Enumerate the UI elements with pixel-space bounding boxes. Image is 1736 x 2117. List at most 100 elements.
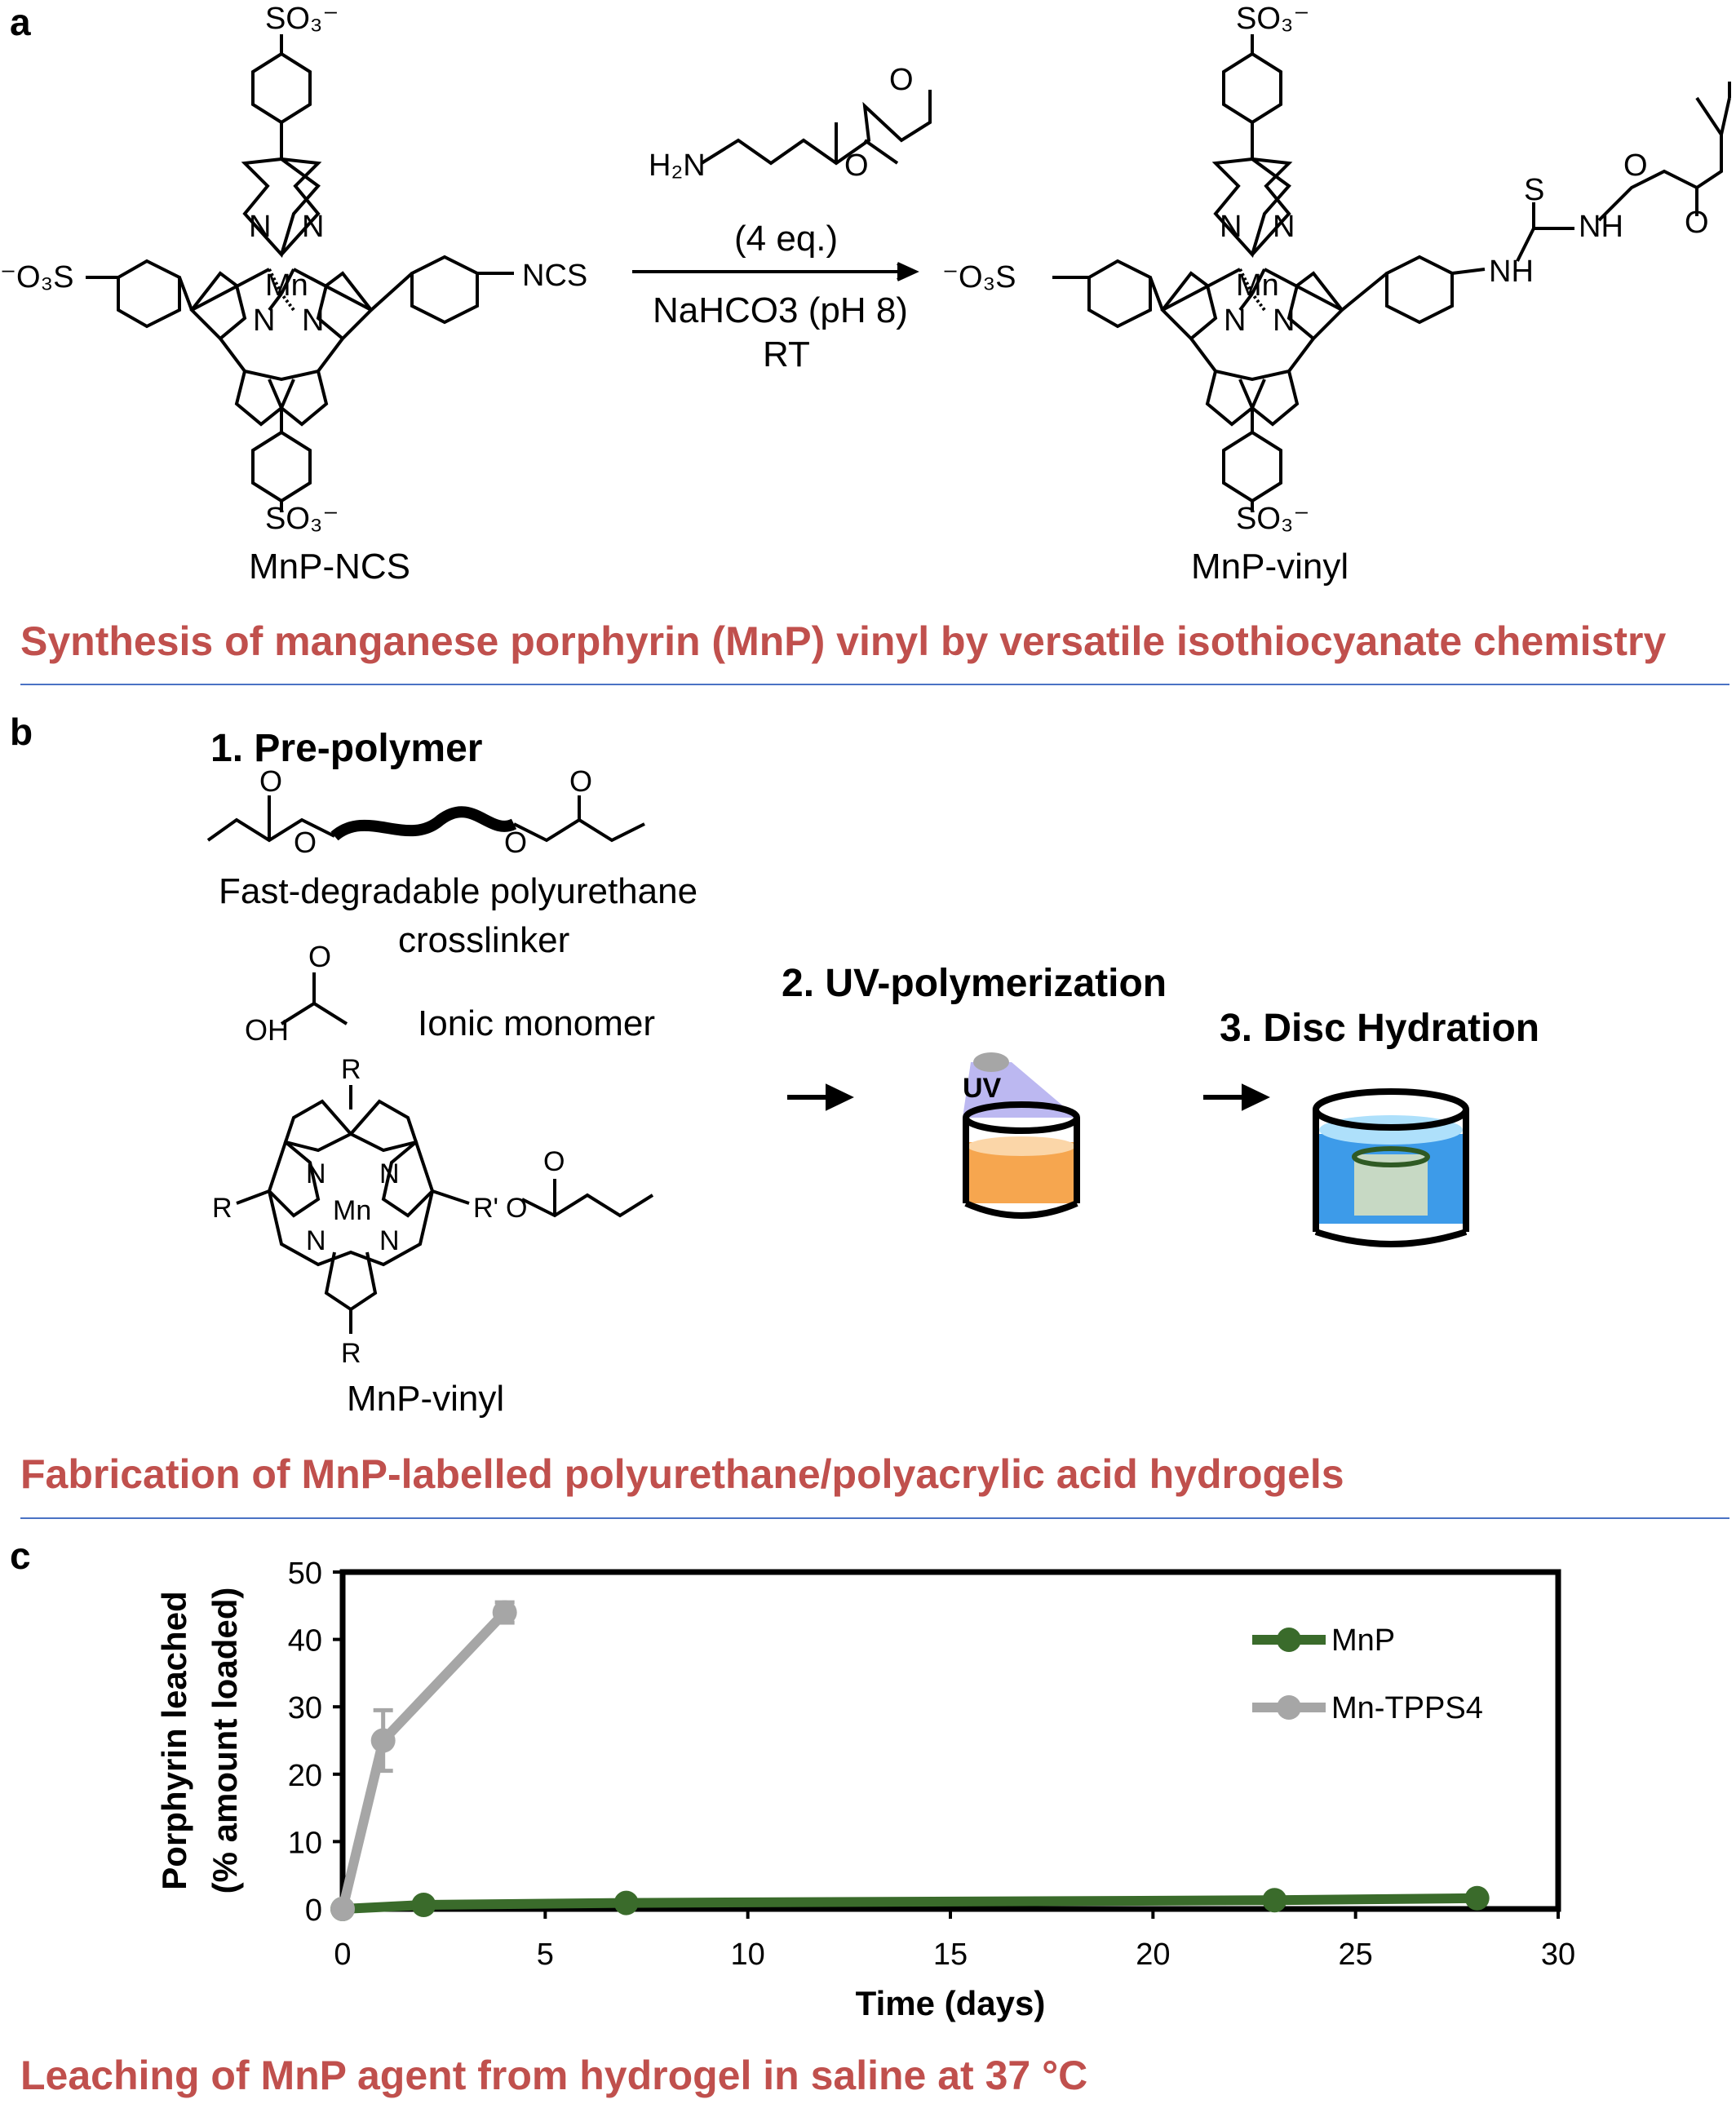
svg-text:NH: NH xyxy=(1489,255,1534,289)
data-point-mnp xyxy=(411,1893,436,1918)
crosslinker-label-line2: crosslinker xyxy=(398,920,570,960)
panel-c-letter: c xyxy=(10,1535,31,1577)
svg-text:N: N xyxy=(1273,303,1295,338)
svg-text:O: O xyxy=(569,764,592,798)
x-tick-label: 10 xyxy=(731,1938,765,1972)
x-tick-label: 15 xyxy=(933,1938,968,1972)
data-point-mn-tpps4 xyxy=(330,1897,355,1921)
step2-title: 2. UV-polymerization xyxy=(782,962,1167,1005)
svg-text:⁻O₃S: ⁻O₃S xyxy=(0,260,73,295)
panel-a-caption: Synthesis of manganese porphyrin (MnP) v… xyxy=(20,618,1667,664)
svg-text:O: O xyxy=(294,826,317,859)
crosslinker-label-line1: Fast-degradable polyurethane xyxy=(219,871,698,911)
panel-a-letter: a xyxy=(10,1,31,43)
svg-text:N: N xyxy=(1273,210,1295,244)
svg-text:⁻O₃S: ⁻O₃S xyxy=(942,260,1016,295)
svg-text:N: N xyxy=(249,210,271,244)
y-tick-label: 40 xyxy=(288,1624,322,1659)
svg-text:O: O xyxy=(504,826,527,859)
y-axis-title-line1: Porphyrin leached xyxy=(155,1591,193,1889)
svg-text:S: S xyxy=(1524,173,1544,207)
legend-label-mn-tpps4: Mn-TPPS4 xyxy=(1331,1691,1483,1725)
mnp-vinyl-sketch-label: MnP-vinyl xyxy=(347,1379,505,1419)
panel-c-caption: Leaching of MnP agent from hydrogel in s… xyxy=(20,2053,1088,2098)
x-tick-label: 30 xyxy=(1541,1938,1575,1972)
mnp-vinyl-label: MnP-vinyl xyxy=(1191,547,1349,587)
uv-label: UV xyxy=(963,1073,1002,1104)
data-point-mnp xyxy=(613,1890,639,1915)
reaction-condition-temp: RT xyxy=(763,334,810,374)
reaction-condition-buffer: NaHCO3 (pH 8) xyxy=(653,290,908,330)
svg-text:O: O xyxy=(889,63,914,97)
reagent-equivalents: (4 eq.) xyxy=(734,219,839,259)
svg-text:SO₃⁻: SO₃⁻ xyxy=(1236,2,1309,36)
mnp-ncs-label: MnP-NCS xyxy=(249,547,411,587)
data-point-mnp xyxy=(1262,1888,1287,1913)
panel-a-schemes: SO₃⁻ ⁻O₃S NCS N N N N Mn SO₃⁻ H₂N O O SO… xyxy=(0,2,1731,536)
data-point-mnp xyxy=(1464,1885,1490,1911)
divider-a-b xyxy=(20,684,1729,685)
svg-text:SO₃⁻: SO₃⁻ xyxy=(1236,502,1309,536)
svg-text:NH: NH xyxy=(1579,210,1623,244)
svg-text:N: N xyxy=(1220,210,1242,244)
svg-text:NCS: NCS xyxy=(522,259,587,293)
svg-text:O: O xyxy=(844,148,869,183)
y-tick-label: 50 xyxy=(288,1557,322,1591)
y-tick-label: 10 xyxy=(288,1826,322,1860)
svg-text:O: O xyxy=(543,1146,565,1177)
series-line-mn-tpps4 xyxy=(338,1609,509,1911)
x-tick-label: 20 xyxy=(1136,1938,1170,1972)
x-axis-title: Time (days) xyxy=(856,1984,1046,2022)
uv-cup-illustration xyxy=(963,1052,1080,1219)
svg-text:N: N xyxy=(379,1158,400,1189)
plot-frame xyxy=(339,1569,1561,1912)
mnp-ncs-structure xyxy=(86,34,514,512)
data-point-mn-tpps4 xyxy=(370,1728,396,1753)
ionic-monomer-label: Ionic monomer xyxy=(418,1003,656,1043)
svg-text:H₂N: H₂N xyxy=(649,148,706,183)
panel-b-letter: b xyxy=(10,711,33,753)
svg-text:Mn: Mn xyxy=(1236,268,1279,303)
divider-b-c xyxy=(20,1517,1729,1519)
svg-text:O: O xyxy=(308,940,331,973)
svg-text:N: N xyxy=(302,210,324,244)
svg-text:R': R' xyxy=(473,1193,498,1224)
svg-text:O: O xyxy=(506,1193,527,1224)
panel-b-graphics: O O O O O OH R R R R' O O Mn N N N N xyxy=(206,764,1469,1369)
svg-text:O: O xyxy=(1685,206,1709,240)
mnp-vinyl-sketch xyxy=(236,1085,654,1334)
legend-marker-mnp xyxy=(1277,1628,1301,1652)
svg-text:Mn: Mn xyxy=(265,268,308,303)
svg-text:O: O xyxy=(1623,148,1648,183)
svg-text:N: N xyxy=(253,303,275,338)
y-tick-label: 30 xyxy=(288,1691,322,1725)
legend-marker-mn-tpps4 xyxy=(1277,1695,1301,1720)
svg-text:Mn: Mn xyxy=(333,1195,371,1226)
svg-text:N: N xyxy=(306,1225,326,1256)
svg-text:N: N xyxy=(306,1158,326,1189)
data-point-mn-tpps4 xyxy=(492,1600,517,1625)
svg-text:R: R xyxy=(341,1054,361,1085)
legend-label-mnp: MnP xyxy=(1331,1623,1395,1658)
svg-text:SO₃⁻: SO₃⁻ xyxy=(265,2,339,36)
svg-text:OH: OH xyxy=(245,1013,289,1047)
y-tick-label: 20 xyxy=(288,1759,322,1793)
svg-text:R: R xyxy=(212,1193,232,1224)
hydration-cup-illustration xyxy=(1313,1088,1469,1247)
svg-text:O: O xyxy=(259,764,282,798)
svg-text:N: N xyxy=(1224,303,1246,338)
x-tick-label: 25 xyxy=(1339,1938,1373,1972)
step1-title: 1. Pre-polymer xyxy=(210,727,483,770)
y-axis-title-line2: (% amount loaded) xyxy=(206,1588,244,1894)
x-tick-label: 5 xyxy=(537,1938,554,1972)
svg-text:N: N xyxy=(302,303,324,338)
svg-text:SO₃⁻: SO₃⁻ xyxy=(265,502,339,536)
y-tick-label: 0 xyxy=(305,1893,322,1928)
svg-text:R: R xyxy=(341,1338,361,1369)
svg-text:N: N xyxy=(379,1225,400,1256)
mnp-vinyl-structure xyxy=(1052,34,1731,512)
panel-b-caption: Fabrication of MnP-labelled polyurethane… xyxy=(20,1451,1344,1497)
step3-title: 3. Disc Hydration xyxy=(1220,1007,1540,1050)
x-tick-label: 0 xyxy=(334,1938,351,1972)
